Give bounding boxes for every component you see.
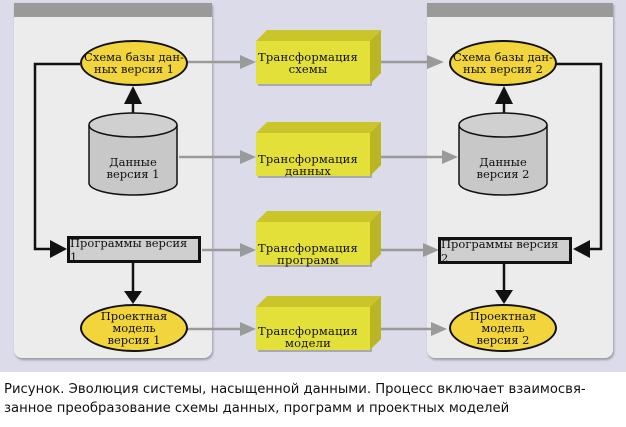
arrowhead-left-icon bbox=[573, 240, 590, 258]
programs-v2-label: Программы версия 2 bbox=[441, 236, 559, 265]
arrow-schema2-to-programs2 bbox=[556, 62, 603, 251]
transform-programs-cube bbox=[256, 211, 381, 267]
model-v2-node: Проектная модель версия 2 bbox=[449, 304, 557, 352]
arrowhead-down-icon bbox=[124, 291, 142, 304]
data-v2-cylinder bbox=[458, 112, 548, 196]
figure-caption: Рисунок. Эволюция системы, насыщенной да… bbox=[4, 382, 586, 416]
transform-data-cube bbox=[256, 122, 381, 178]
transform-schema-cube bbox=[256, 30, 381, 86]
connectors bbox=[33, 30, 603, 352]
schema-v1-node: Схема базы дан- ных версия 1 bbox=[80, 40, 188, 86]
arrowhead-up-icon bbox=[495, 86, 513, 104]
transform-schema-label: Трансформация схемы bbox=[258, 50, 358, 76]
arrowhead-right-icon bbox=[50, 240, 67, 258]
arrowhead-down-icon bbox=[495, 290, 513, 304]
data-v1-cylinder bbox=[88, 112, 178, 196]
transform-programs-label: Трансформация программ bbox=[258, 241, 358, 267]
panel-header bbox=[427, 3, 613, 17]
transform-data-label: Трансформация данных bbox=[258, 152, 358, 178]
arrowhead-up-icon bbox=[124, 86, 142, 104]
data-v1-label: Данные версия 1 bbox=[106, 155, 160, 181]
diagram-canvas: Схема базы дан- ных версия 1 Данные верс… bbox=[0, 0, 626, 372]
transform-model-label: Трансформация модели bbox=[258, 324, 358, 350]
schema-v2-node: Схема базы дан- ных версия 2 bbox=[449, 40, 557, 86]
schema-v1-label: Схема базы дан- ных версия 1 bbox=[84, 50, 184, 76]
model-v1-node: Проектная модель версия 1 bbox=[80, 304, 188, 352]
transform-model-cube bbox=[256, 296, 381, 352]
model-v1-label: Проектная модель версия 1 bbox=[100, 309, 168, 347]
data-v2-label: Данные версия 2 bbox=[476, 155, 530, 181]
programs-v1-label: Программы версия 1 bbox=[70, 235, 188, 264]
programs-v1-node: Программы версия 1 bbox=[67, 235, 201, 264]
arrow-schema1-to-programs1 bbox=[33, 62, 80, 251]
panel-header bbox=[14, 3, 212, 17]
programs-v2-node: Программы версия 2 bbox=[438, 236, 572, 265]
model-v2-label: Проектная модель версия 2 bbox=[469, 309, 537, 347]
schema-v2-label: Схема базы дан- ных версия 2 bbox=[453, 50, 553, 76]
